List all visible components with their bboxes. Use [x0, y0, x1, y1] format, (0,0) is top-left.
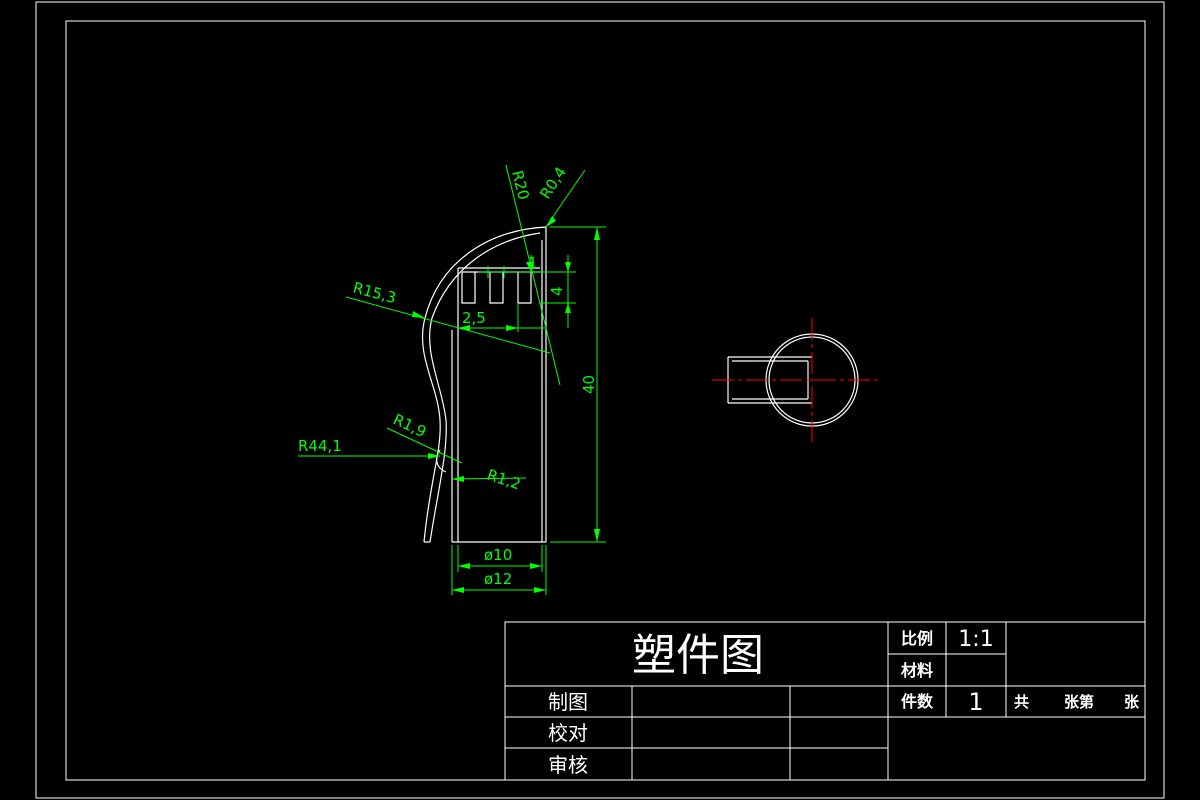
drawing-frame: [65, 20, 1146, 781]
dim-r153: R15,3: [351, 278, 398, 307]
dim-dia12: ø12: [484, 570, 512, 588]
dimension-lines: [298, 164, 606, 595]
sheet-label-end: 张: [1124, 693, 1140, 711]
dim-1: 1: [528, 254, 538, 272]
dim-r12: R1,2: [485, 466, 523, 494]
quantity-value: 1: [968, 688, 983, 716]
scale-label: 比例: [901, 629, 933, 648]
centerlines: [712, 318, 878, 444]
approved-label: 审核: [548, 753, 588, 777]
sheet-total-label: 共: [1014, 693, 1029, 711]
dim-4: 4: [548, 286, 566, 296]
dim-r441: R44,1: [298, 437, 342, 455]
dimension-arrows: [412, 216, 600, 593]
checked-label: 校对: [548, 721, 588, 745]
scale-value: 1:1: [958, 627, 993, 652]
dim-40: 40: [580, 375, 598, 394]
sheet-outer-border: [35, 1, 1165, 799]
drawing-title: 塑件图: [632, 630, 764, 681]
dim-dia10: ø10: [484, 546, 512, 564]
dim-2-5: 2,5: [462, 309, 486, 327]
material-label: 材料: [901, 661, 933, 680]
dim-r19: R1,9: [390, 410, 429, 441]
quantity-label: 件数: [901, 692, 934, 711]
dim-r04: R0,4: [536, 164, 570, 203]
front-view: [421, 226, 547, 543]
drawn-label: 制图: [548, 690, 588, 714]
sheet-label-mid: 张第: [1064, 693, 1094, 711]
title-block: [504, 621, 1146, 781]
dim-r20: R20: [508, 169, 533, 202]
